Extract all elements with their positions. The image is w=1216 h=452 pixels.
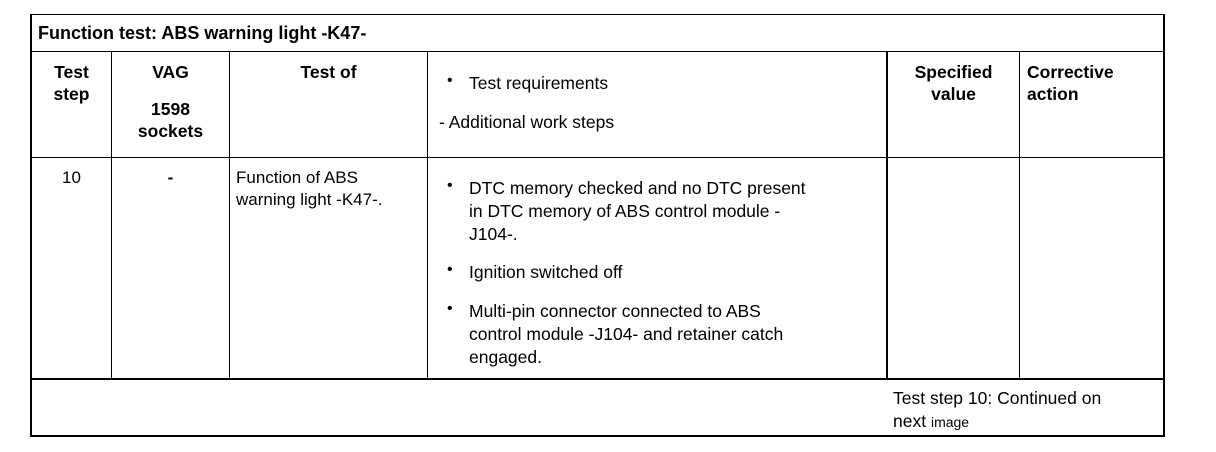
continuation-word-small: image bbox=[930, 414, 970, 430]
requirement-item: DTC memory checked and no DTC present in… bbox=[469, 177, 806, 246]
requirement-line: DTC memory checked and no DTC present bbox=[469, 178, 806, 198]
col-divider bbox=[427, 52, 428, 379]
col-divider bbox=[229, 52, 230, 379]
bullet-icon: • bbox=[447, 300, 453, 317]
header-requirements: Test requirements bbox=[469, 73, 609, 93]
header-text: 1598 bbox=[151, 99, 190, 119]
test-table: Function test: ABS warning light -K47- T… bbox=[30, 14, 1165, 437]
continuation-note: Test step 10: Continued on next image bbox=[893, 387, 1101, 434]
data-row-divider bbox=[32, 378, 1163, 380]
header-specified-value: Specified value bbox=[888, 61, 1019, 105]
requirement-line: Ignition switched off bbox=[469, 262, 623, 282]
continuation-line: Test step 10: Continued on bbox=[893, 388, 1102, 408]
col-divider bbox=[111, 52, 112, 379]
header-additional-steps: - Additional work steps bbox=[439, 112, 615, 132]
header-row-divider bbox=[32, 157, 1163, 158]
row-test-of-line: warning light -K47-. bbox=[236, 190, 383, 209]
bullet-icon: • bbox=[447, 72, 453, 89]
header-text: Specified bbox=[914, 62, 993, 82]
header-text: sockets bbox=[137, 121, 204, 141]
table-title: Function test: ABS warning light -K47- bbox=[38, 23, 367, 43]
requirement-item: Ignition switched off bbox=[469, 261, 622, 284]
header-corrective-action: Corrective action bbox=[1027, 61, 1157, 105]
requirement-line: J104-. bbox=[469, 224, 518, 244]
continuation-word: next bbox=[893, 411, 927, 431]
requirement-line: control module -J104- and retainer catch bbox=[469, 324, 784, 344]
header-text: Test bbox=[54, 62, 89, 82]
header-test-step: Test step bbox=[32, 61, 111, 105]
requirement-line: in DTC memory of ABS control module - bbox=[469, 201, 781, 221]
table-title-row: Function test: ABS warning light -K47- bbox=[32, 15, 1163, 52]
header-text: Corrective bbox=[1027, 62, 1114, 82]
row-vag-value: - bbox=[167, 168, 174, 187]
header-test-of: Test of bbox=[230, 61, 427, 83]
bullet-icon: • bbox=[447, 177, 453, 194]
row-test-of-line: Function of ABS bbox=[236, 168, 358, 187]
bullet-icon: • bbox=[447, 261, 453, 278]
continuation-line: next image bbox=[893, 410, 1101, 434]
header-text: step bbox=[53, 84, 90, 104]
header-text: Test of bbox=[300, 62, 357, 82]
requirement-line: engaged. bbox=[469, 347, 542, 367]
header-text: action bbox=[1027, 84, 1079, 104]
requirement-item: Multi-pin connector connected to ABS con… bbox=[469, 300, 783, 369]
header-text: value bbox=[931, 84, 976, 104]
col-divider bbox=[886, 52, 888, 379]
requirement-line: Multi-pin connector connected to ABS bbox=[469, 301, 761, 321]
header-text: VAG bbox=[152, 62, 189, 82]
col-divider bbox=[1019, 52, 1020, 379]
row-step-number: 10 bbox=[62, 168, 81, 187]
header-vag: VAG 1598 sockets bbox=[112, 61, 229, 142]
row-test-of: Function of ABS warning light -K47-. bbox=[236, 167, 424, 211]
